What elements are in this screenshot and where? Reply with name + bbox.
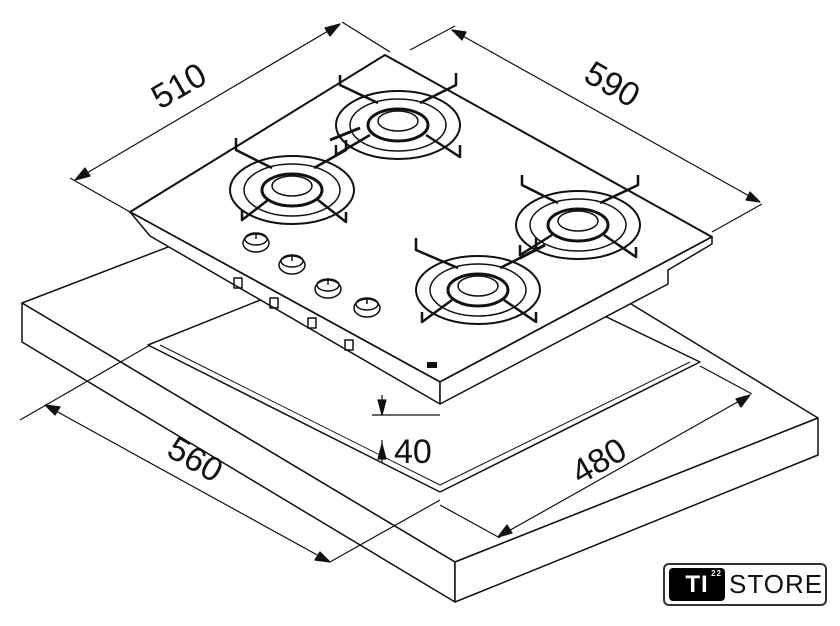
store-logo: TI 22 STORE bbox=[663, 563, 827, 606]
logo-text: STORE bbox=[729, 569, 824, 599]
burners bbox=[229, 73, 641, 325]
knobs bbox=[242, 232, 381, 318]
dimension-510-label: 510 bbox=[145, 56, 213, 117]
knob-slots bbox=[233, 277, 354, 351]
dimension-40-label: 40 bbox=[394, 433, 432, 471]
logo-badge-text: TI bbox=[685, 570, 709, 598]
dimension-lines bbox=[19, 21, 763, 563]
hob bbox=[129, 54, 713, 405]
logo-badge: TI 22 bbox=[669, 568, 725, 601]
logo-superscript: 22 bbox=[711, 569, 722, 578]
